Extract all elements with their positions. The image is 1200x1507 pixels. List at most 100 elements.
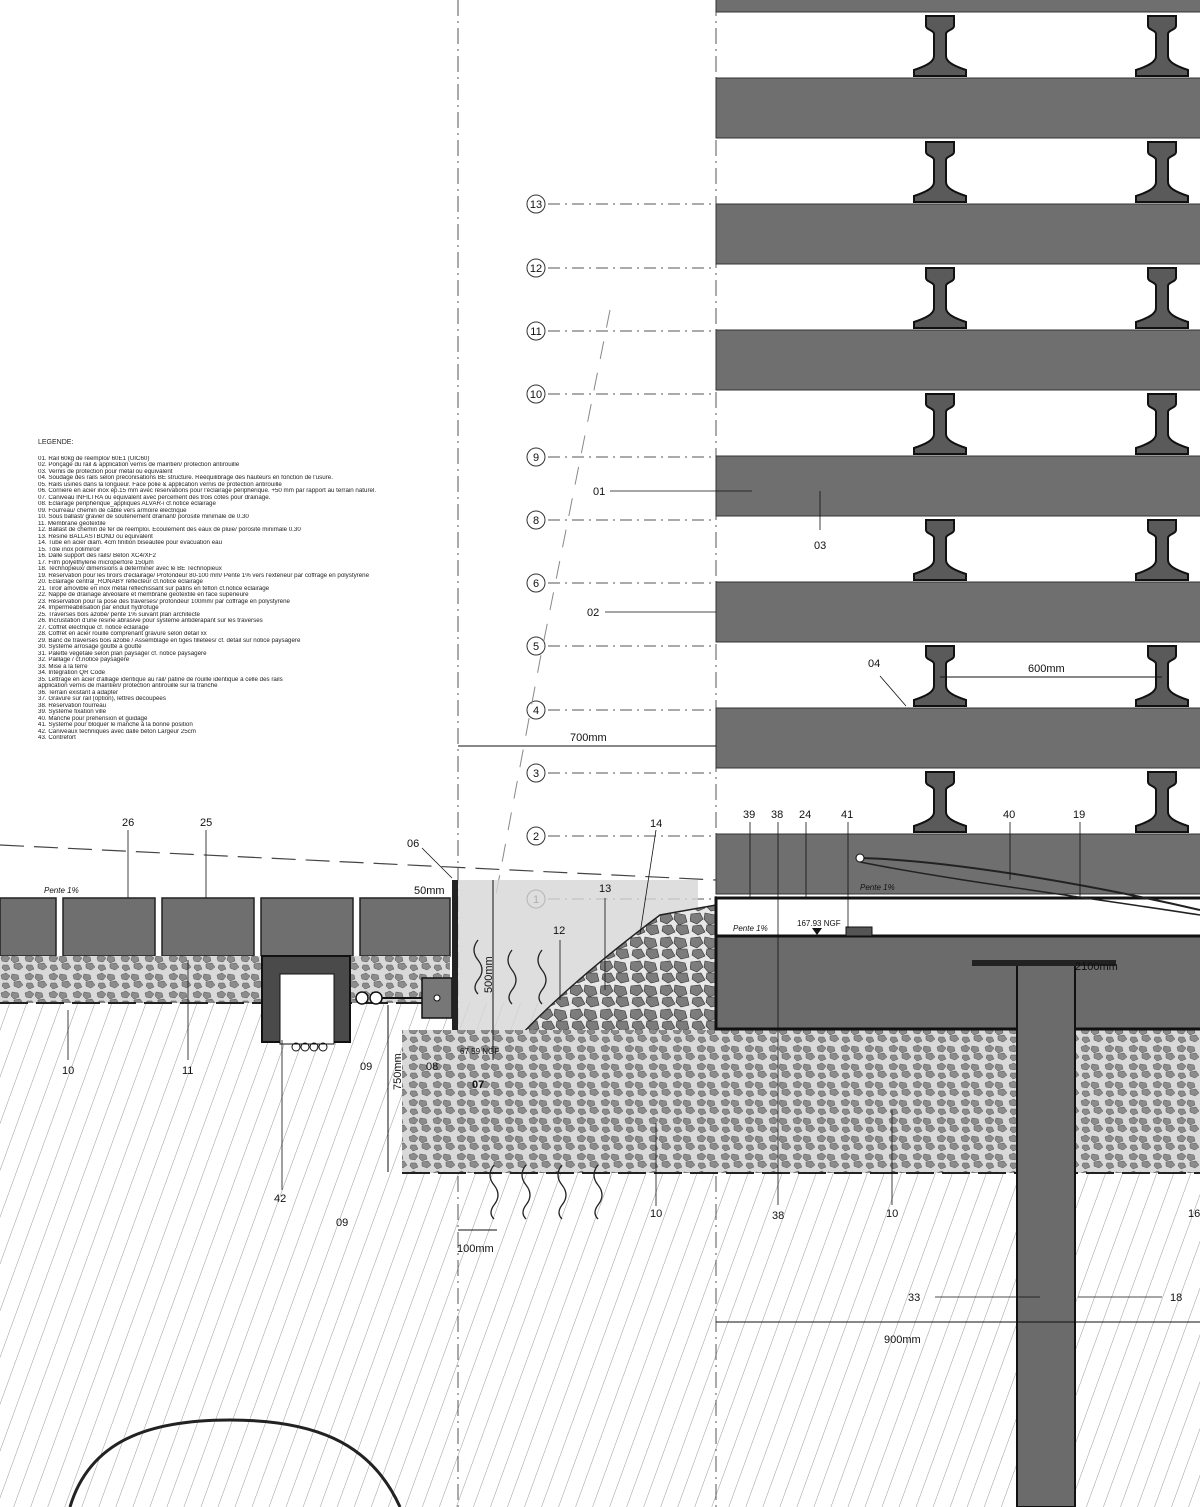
legend-item: 06. Cornière en acier inox ép.15 mm avec…	[38, 488, 377, 494]
callout-33: 33	[908, 1292, 920, 1304]
legend-item: 42. Caniveaux techniques avec dalle béto…	[38, 728, 196, 735]
legend-item: 10. Sous ballast/ gravier de soutènement…	[38, 514, 249, 520]
legend-item: 16. Dalle support des rails/ Béton XC4/X…	[38, 553, 156, 559]
callout-02: 02	[587, 607, 599, 619]
legend-item: 39. Système fixation ville	[38, 709, 107, 715]
legend-item: 27. Coffret électrique cf. notice éclair…	[38, 624, 149, 631]
legend-list: 01. Rail 60kg de réemploi/ 60E1 (UIC60) 0…	[38, 456, 458, 742]
lighting-drawer	[845, 926, 873, 937]
level-9: 9	[533, 452, 539, 464]
callout-09-upper: 09	[360, 1061, 372, 1073]
legend-item: 35. Lettrage en acier d'alliage identiqu…	[38, 676, 283, 683]
legend-item: 14. Tube en acier diam. 4cm finition bis…	[38, 540, 223, 546]
level-6: 6	[533, 578, 539, 590]
callout-08: 08	[426, 1061, 438, 1073]
callout-06: 06	[407, 838, 419, 850]
callout-38-bottom: 38	[772, 1210, 784, 1222]
callout-42: 42	[274, 1193, 286, 1205]
level-5: 5	[533, 641, 539, 653]
legend-item: 17. Film polyéthylène microperforé 150μm	[38, 559, 154, 566]
legend-item: 28. Coffret en acier rouillé comprenant …	[38, 631, 207, 637]
legend-item: 04. Soudage des rails selon préconisatio…	[38, 475, 333, 481]
dim-900: 900mm	[884, 1334, 921, 1346]
existing-tunnel	[68, 1418, 402, 1507]
callout-24: 24	[799, 809, 811, 821]
legend-item: application vernis de maintien/ protecti…	[38, 683, 218, 689]
subballast-left	[0, 956, 450, 1003]
slope-right: Pente 1%	[860, 883, 895, 892]
legend-item: 12. Ballast de chemin de fer de réemploi…	[38, 527, 301, 533]
legend-item: 26. Incrustation d'une résine abrasive p…	[38, 618, 263, 624]
callout-13: 13	[599, 883, 611, 895]
legend-item: 24. Imperméabilisation par enduit hydrof…	[38, 605, 159, 611]
legend-item: 03. Vernis de protection pour métal ou é…	[38, 468, 173, 475]
dim-2100: 2100mm	[1075, 961, 1118, 973]
callout-14: 14	[650, 818, 662, 830]
legend-item: 21. Tiroir amovible en inox métal réfléc…	[38, 585, 270, 592]
callout-41: 41	[841, 809, 853, 821]
legend: LEGENDE: 01. Rail 60kg de réemploi/ 60E1…	[38, 439, 458, 742]
legend-item: 37. Gravure sur rail (option), lettres d…	[38, 696, 166, 702]
callout-04: 04	[868, 658, 880, 670]
legend-item: 23. Réservation pour la pose des travers…	[38, 598, 290, 605]
subballast-track	[402, 1030, 1200, 1173]
level-13: 13	[530, 199, 542, 211]
legend-item: 30. Système arrosage goutte à goutte	[38, 644, 142, 650]
callout-11: 11	[182, 1065, 193, 1077]
legend-item: 11. Membrane géotextile	[38, 520, 106, 527]
legend-item: 38. Réservation fourreau	[38, 702, 107, 709]
callout-16: 16	[1188, 1208, 1200, 1220]
level-8: 8	[533, 515, 539, 527]
callout-10-left: 10	[62, 1065, 74, 1077]
slope-drawer: Pente 1%	[733, 924, 768, 933]
callout-40: 40	[1003, 809, 1015, 821]
legend-item: 34. Intégration QR Code	[38, 670, 106, 676]
technopile	[1016, 963, 1076, 1507]
level-12: 12	[530, 263, 542, 275]
legend-item: 36. Terrain existant à adapter	[38, 689, 119, 696]
legend-item: 05. Rails usinés dans la longueur. Face …	[38, 481, 282, 488]
callout-01: 01	[593, 486, 605, 498]
legend-item: 20. Eclairage central_RONABY réflecteur …	[38, 579, 203, 585]
callout-25: 25	[200, 817, 212, 829]
level-10: 10	[530, 389, 542, 401]
dim-750: 750mm	[392, 1053, 404, 1090]
level-11: 11	[530, 326, 541, 338]
callout-12: 12	[553, 925, 565, 937]
level-markers: 13 12 11 10 9 8 6 5 4 3 2 1	[526, 194, 716, 909]
legend-item: 29. Banc de traverses bois azobé / Assem…	[38, 637, 301, 644]
drawer-handle	[859, 857, 1200, 911]
concrete-slab	[714, 934, 1200, 1031]
legend-item: 43. Contrefort	[38, 735, 76, 741]
level-2: 2	[533, 831, 539, 843]
legend-item: 32. Paillage / cf.notice paysagère	[38, 657, 130, 663]
legend-item: 19. Réservation pour les tiroirs d'éclai…	[38, 572, 370, 579]
dim-600: 600mm	[1028, 663, 1065, 675]
legend-item: 01. Rail 60kg de réemploi/ 60E1 (UIC60)	[38, 455, 150, 462]
legend-title: LEGENDE:	[38, 439, 74, 446]
sleepers	[715, 0, 1200, 895]
dim-700: 700mm	[570, 732, 607, 744]
legend-item: 40. Manche pour préhension et guidage	[38, 715, 148, 722]
ngf-low: 67.59 NGF	[460, 1047, 499, 1056]
callout-19: 19	[1073, 809, 1085, 821]
level-3: 3	[533, 768, 539, 780]
legend-item: 07. Caniveau INFILTRA ou équivalent avec…	[38, 494, 271, 501]
callout-10-mid: 10	[650, 1208, 662, 1220]
callout-10-right: 10	[886, 1208, 898, 1220]
legend-item: 25. Traverses bois azobé/ pente 1% suiva…	[38, 611, 201, 618]
infiltration-arrows	[473, 939, 603, 1220]
legend-item: 31. Palette végétale selon plan paysage/…	[38, 650, 207, 657]
callout-39: 39	[743, 809, 755, 821]
legend-item: 15. Tôle inox polimiroir	[38, 546, 101, 553]
dim-500: 500mm	[483, 956, 495, 993]
callout-09-lower: 09	[336, 1217, 348, 1229]
callout-03: 03	[814, 540, 826, 552]
callout-38-top: 38	[771, 809, 783, 821]
legend-item: 33. Mise à la terre	[38, 663, 88, 670]
dim-100: 100mm	[457, 1243, 494, 1255]
legend-item: 18. Technopieux/ dimensions à déterminer…	[38, 566, 222, 572]
dim-50: 50mm	[414, 885, 445, 897]
callout-18: 18	[1170, 1292, 1182, 1304]
legend-item: 22. Nappe de drainage alvéolaire et memb…	[38, 592, 249, 598]
